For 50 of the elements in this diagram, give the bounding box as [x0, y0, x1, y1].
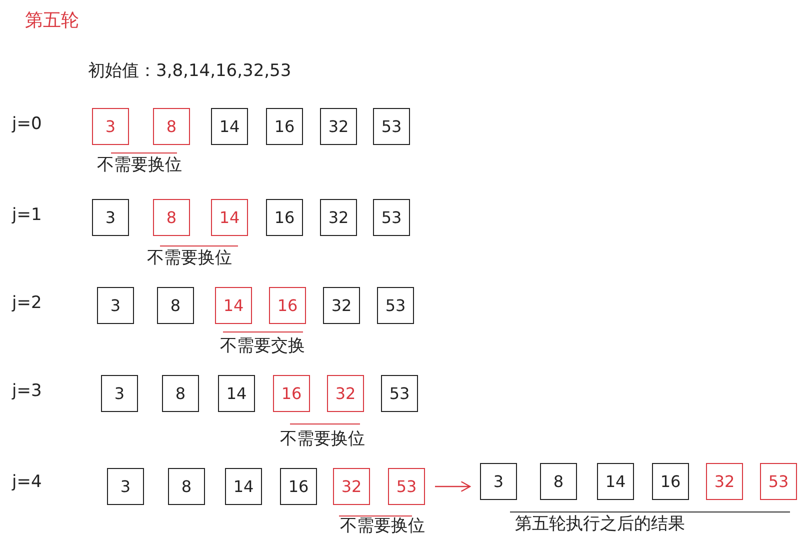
title: 第五轮: [25, 12, 79, 30]
number-box: 8: [162, 375, 199, 412]
label-text: j=1: [12, 207, 42, 224]
number-box: 53: [377, 287, 414, 324]
number-box: 3: [92, 199, 129, 236]
number-box: 8: [153, 108, 190, 145]
number-box: 14: [215, 287, 252, 324]
label-text: 初始值：3,8,14,16,32,53: [88, 63, 292, 80]
number-box: 8: [153, 199, 190, 236]
number-box: 14: [225, 468, 262, 505]
number-box: 14: [211, 199, 248, 236]
label-text: j=3: [12, 383, 42, 400]
number-box: 14: [597, 463, 634, 500]
number-box: 53: [388, 468, 425, 505]
number-box: 3: [92, 108, 129, 145]
number-box: 53: [381, 375, 418, 412]
number-box: 16: [266, 108, 303, 145]
number-box: 16: [280, 468, 317, 505]
number-box: 53: [373, 199, 410, 236]
number-box: 14: [211, 108, 248, 145]
number-box: 32: [706, 463, 743, 500]
number-box: 8: [168, 468, 205, 505]
label-text: j=2: [12, 295, 42, 312]
number-box: 32: [320, 108, 357, 145]
label-text: j=0: [12, 116, 42, 133]
number-box: 53: [373, 108, 410, 145]
number-box: 16: [652, 463, 689, 500]
label-text: 不需要换位: [280, 431, 365, 448]
number-box: 8: [157, 287, 194, 324]
number-box: 3: [101, 375, 138, 412]
number-box: 32: [333, 468, 370, 505]
number-box: 14: [218, 375, 255, 412]
number-box: 3: [107, 468, 144, 505]
number-box: 32: [327, 375, 364, 412]
label-text: 第五轮执行之后的结果: [515, 516, 685, 533]
number-box: 8: [540, 463, 577, 500]
label-text: 不需要换位: [147, 250, 232, 267]
label-text: 不需要交换: [220, 338, 305, 355]
number-box: 16: [266, 199, 303, 236]
label-text: 不需要换位: [97, 157, 182, 174]
label-text: j=4: [12, 474, 42, 491]
label-text: 不需要换位: [340, 518, 425, 535]
number-box: 53: [760, 463, 797, 500]
number-box: 3: [480, 463, 517, 500]
number-box: 32: [320, 199, 357, 236]
number-box: 32: [323, 287, 360, 324]
number-box: 16: [269, 287, 306, 324]
number-box: 3: [97, 287, 134, 324]
arrow: [435, 480, 471, 492]
number-box: 16: [273, 375, 310, 412]
